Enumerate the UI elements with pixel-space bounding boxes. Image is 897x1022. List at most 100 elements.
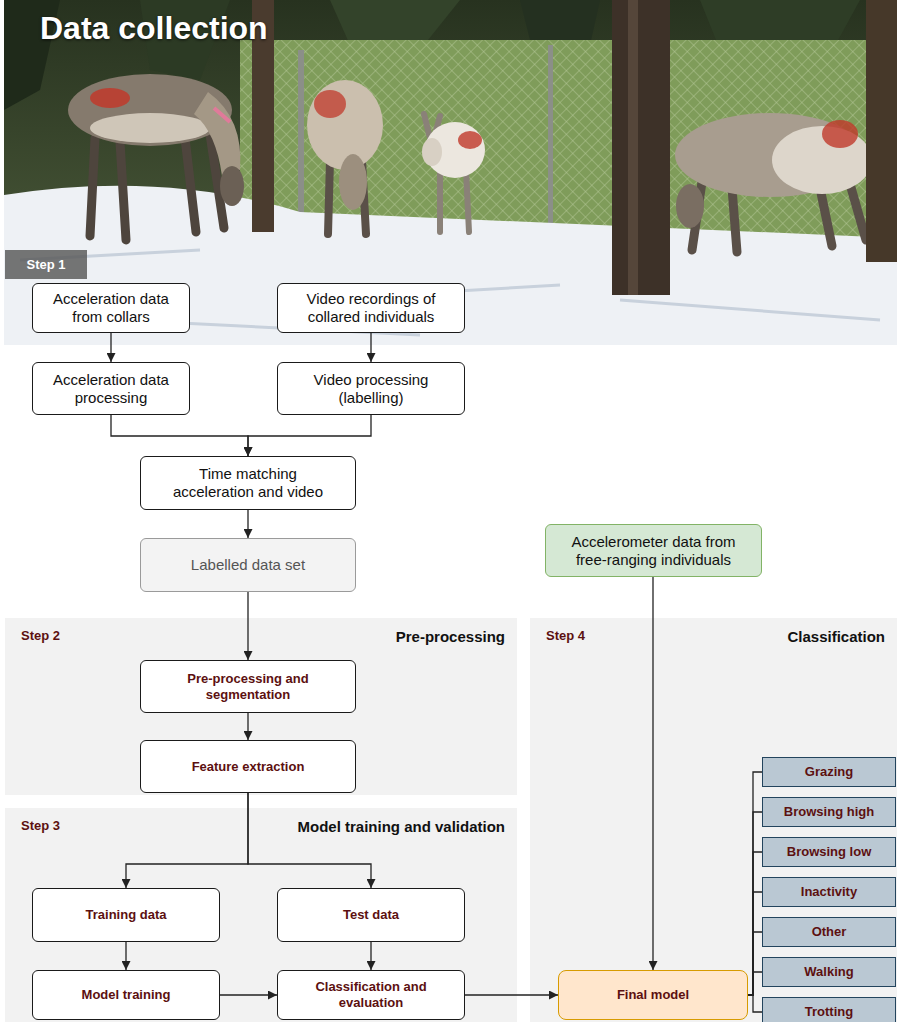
box-label: Feature extraction xyxy=(192,759,305,775)
snow-shadows xyxy=(20,250,880,335)
reindeer xyxy=(314,90,346,118)
reindeer xyxy=(185,138,196,232)
step-panel: Step 3Model training and validationTrain… xyxy=(5,808,517,1022)
process-box: Acceleration data processing xyxy=(32,362,190,415)
reindeer-photo xyxy=(4,0,897,345)
reindeer xyxy=(68,74,244,240)
dataset-box: Labelled data set xyxy=(140,538,356,592)
snow-shadows xyxy=(620,300,880,320)
reindeer xyxy=(90,88,130,108)
box-label: Training data xyxy=(86,907,167,923)
reindeer xyxy=(194,92,240,176)
snow-ground xyxy=(4,186,897,345)
reindeer xyxy=(850,184,866,240)
reindeer xyxy=(676,184,704,228)
box-label: Grazing xyxy=(805,764,853,780)
connector xyxy=(248,415,371,456)
forest xyxy=(520,0,600,45)
connector xyxy=(247,510,248,538)
fence-post xyxy=(548,45,553,235)
reindeer xyxy=(339,154,367,210)
reindeer xyxy=(422,138,442,166)
reindeer xyxy=(458,131,482,149)
class-box: Other xyxy=(762,917,896,947)
fence xyxy=(240,40,897,238)
step-number: Step 3 xyxy=(21,818,60,833)
reindeer xyxy=(466,170,469,232)
process-box: Classification and evaluation xyxy=(277,970,465,1020)
connector xyxy=(748,995,762,1012)
connector xyxy=(748,892,762,995)
step-panel-ground xyxy=(5,618,517,795)
process-box: Training data xyxy=(32,888,220,942)
box-label: Classification and evaluation xyxy=(286,979,456,1010)
reindeer xyxy=(120,142,126,240)
step-panel-ground xyxy=(5,808,517,1022)
box-label: Accelerometer data from free-ranging ind… xyxy=(554,533,753,569)
panel-heading: Pre-processing xyxy=(396,628,505,645)
connector xyxy=(111,415,248,456)
process-box: Video recordings of collared individuals xyxy=(277,283,465,333)
box-label: Labelled data set xyxy=(191,556,305,574)
connector xyxy=(465,994,558,995)
reindeer xyxy=(220,166,244,206)
connector xyxy=(652,577,653,970)
process-box: Pre-processing and segmentation xyxy=(140,660,356,713)
box-label: Time matching acceleration and video xyxy=(163,465,333,501)
reindeer xyxy=(424,114,430,138)
tree-trunks xyxy=(252,0,897,295)
connector xyxy=(248,793,371,888)
reindeer xyxy=(90,113,210,143)
class-box: Browsing low xyxy=(762,837,896,867)
panel-heading: Classification xyxy=(787,628,885,645)
class-box: Trotting xyxy=(762,997,896,1022)
reindeer xyxy=(820,188,832,246)
box-label: Browsing low xyxy=(787,844,872,860)
box-label: Other xyxy=(812,924,847,940)
process-box: Video processing (labelling) xyxy=(277,362,465,415)
model-box: Final model xyxy=(558,970,748,1020)
box-label: Video recordings of collared individuals xyxy=(286,290,456,326)
connector xyxy=(247,592,248,660)
process-box: Time matching acceleration and video xyxy=(140,456,356,510)
step-panel-ground xyxy=(5,618,897,1022)
box-label: Trotting xyxy=(805,1004,853,1020)
photo-title: Data collection xyxy=(40,10,268,47)
tree-trunks xyxy=(612,0,670,295)
class-box: Browsing high xyxy=(762,797,896,827)
box-label: Model training xyxy=(82,987,171,1003)
reindeer xyxy=(422,114,485,232)
connector xyxy=(370,333,371,362)
reindeer xyxy=(328,160,330,234)
process-box: Acceleration data from collars xyxy=(32,283,190,333)
connector xyxy=(370,942,371,970)
reindeer xyxy=(437,170,443,232)
tree-trunks xyxy=(628,0,638,295)
process-box: Feature extraction xyxy=(140,740,356,793)
fence-post xyxy=(298,50,304,235)
class-box: Walking xyxy=(762,957,896,987)
box-label: Browsing high xyxy=(784,804,874,820)
process-box: Test data xyxy=(277,888,465,942)
step-panel: Step 4 ClassificationGrazingBrowsing high… xyxy=(530,618,897,1022)
box-label: Test data xyxy=(343,907,399,923)
connector xyxy=(748,852,762,995)
box-label: Inactivity xyxy=(801,884,857,900)
box-label: Acceleration data from collars xyxy=(41,290,181,326)
connector xyxy=(748,972,762,995)
input-box: Accelerometer data from free-ranging ind… xyxy=(545,524,762,577)
class-box: Inactivity xyxy=(762,877,896,907)
connector xyxy=(748,772,762,995)
class-box: Grazing xyxy=(762,757,896,787)
reindeer xyxy=(732,188,737,252)
connector xyxy=(748,812,762,995)
connector xyxy=(110,333,111,362)
tree-trunks xyxy=(866,0,897,262)
reindeer xyxy=(90,138,95,236)
step-tag: Step 1 xyxy=(5,250,87,279)
step-number: Step 4 xyxy=(546,628,585,643)
connector xyxy=(748,932,762,995)
